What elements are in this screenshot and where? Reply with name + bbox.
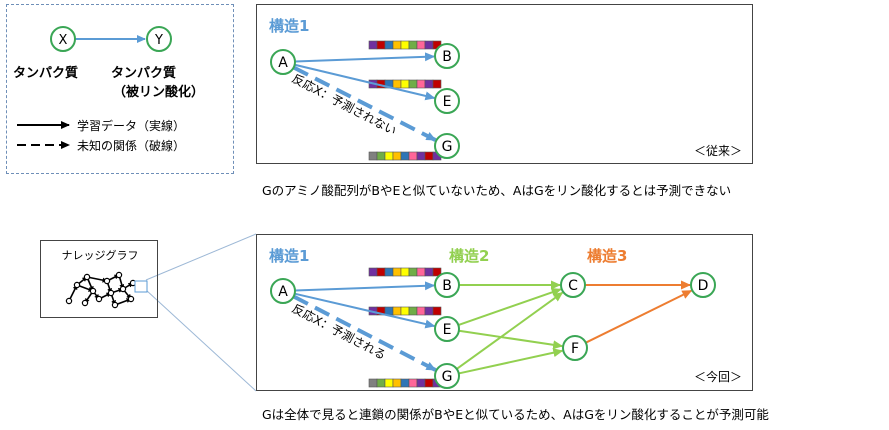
node-a-label: A [278,284,288,300]
structure1-label: 構造1 [269,247,309,265]
legend-protein-label: タンパク質 [13,65,78,81]
knowledge-graph-box: ナレッジグラフ [40,240,158,318]
node-a-label: A [278,55,288,71]
structure3-label: 構造3 [587,247,627,265]
knowledge-graph-title: ナレッジグラフ [62,248,139,262]
node-d-label: D [698,278,709,294]
edge-g-f [458,348,564,375]
edge-g-c [456,291,564,370]
legend-phosphorylated-label: （被リン酸化） [113,84,204,100]
amino-acid-strip-g [368,151,442,161]
knowledge-graph-zoom-region [134,280,148,293]
edge-a-e [294,292,436,329]
current-tag: ＜今回＞ [694,369,742,384]
legend-node-y [146,26,172,52]
node-g-label: G [442,139,453,155]
node-a [270,49,296,75]
node-f-label: F [571,341,579,357]
knowledge-graph-diagram: ナレッジグラフ [62,248,148,309]
edge-a-e [294,63,436,101]
node-a [270,278,296,304]
edge-a-b [294,52,436,63]
legend-protein-y-label: タンパク質 [111,65,176,81]
structure1-label: 構造1 [269,17,309,35]
edge-a-g-unknown [292,65,437,142]
amino-acid-strip-e [368,306,442,316]
node-f [562,335,588,361]
node-b-label: B [442,49,452,65]
node-g [434,363,460,389]
node-e [434,316,460,342]
node-e-label: E [443,322,452,338]
amino-acid-strip-b [368,267,442,277]
legend-diagram: X Y タンパク質 タンパク質 （被リン酸化） 学習データ（実線） 未知の関係（… [13,26,204,153]
legend-node-x [50,26,76,52]
knowledge-graph-network [65,271,137,309]
edge-a-g-predicted [292,294,437,372]
edge-e-f [458,329,564,350]
legend: X Y タンパク質 タンパク質 （被リン酸化） 学習データ（実線） 未知の関係（… [6,4,234,174]
structure2-label: 構造2 [449,247,489,265]
node-c-label: C [568,278,578,294]
node-e-label: E [443,94,452,110]
conventional-caption: Gのアミノ酸配列がBやEと似ていないため、AはGをリン酸化するとは予測できない [262,183,732,198]
legend-node-x-label: X [59,33,68,48]
node-c [560,272,586,298]
node-e [434,88,460,114]
edge-a-b [294,281,436,292]
amino-acid-strip-b [368,40,442,50]
current-caption: Gは全体で見ると連鎖の関係がBやEと似ているため、AはGをリン酸化することが予測… [262,407,769,422]
amino-acid-strip-g [368,378,442,388]
legend-node-y-label: Y [154,33,163,48]
node-d [690,272,716,298]
edge-f-d [585,289,693,344]
conventional-tag: ＜従来＞ [694,144,742,158]
node-g [434,133,460,159]
legend-dashed-label: 未知の関係（破線） [77,138,185,153]
node-b [434,272,460,298]
legend-solid-label: 学習データ（実線） [77,118,185,133]
edge-e-c [457,288,562,326]
node-b-label: B [442,278,452,294]
node-g-label: G [442,369,453,385]
node-b [434,43,460,69]
